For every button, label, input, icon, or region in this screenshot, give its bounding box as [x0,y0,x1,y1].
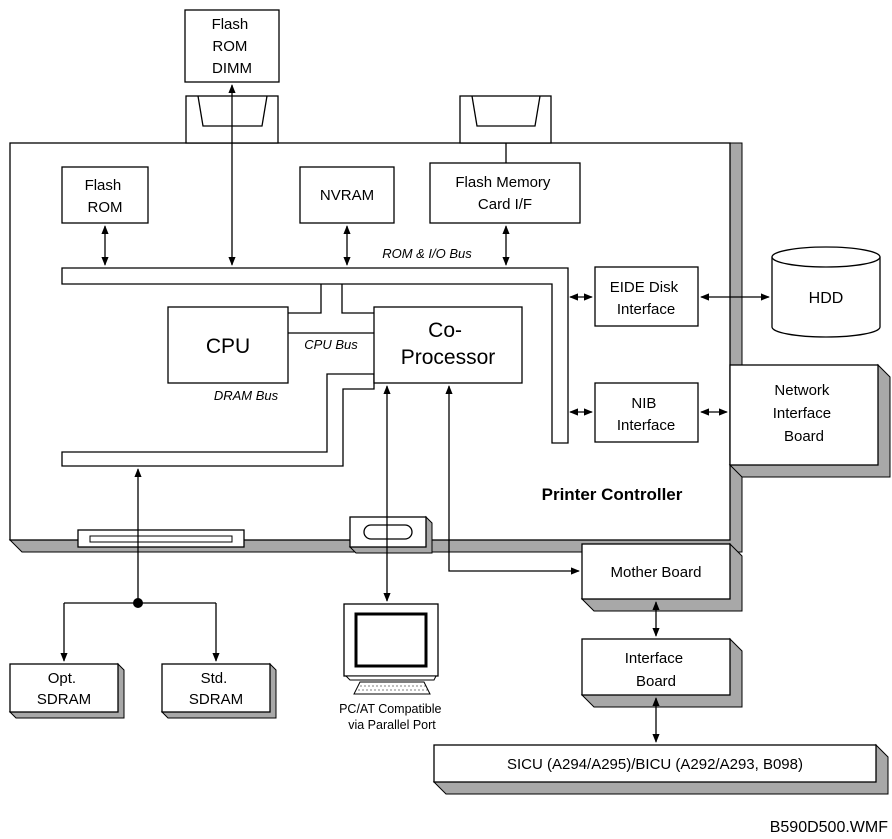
eide-line2: Interface [617,301,675,318]
dram-slot-connector [77,529,245,548]
interface-board-box [581,638,731,696]
flash-rom-line1: Flash [85,177,122,194]
flash-rom-dimm-line1: Flash [212,16,249,33]
coprocessor-motherboard-arrow [445,385,580,575]
nib-line2: Interface [617,417,675,434]
dram-bus-label: DRAM Bus [214,388,279,403]
opt-sdram-line2: SDRAM [37,691,91,708]
svg-text:Flash ROM DIMM: Flash ROM DIMM [212,16,253,77]
svg-text:PC/AT Compatible via Paral: PC/AT Compatible via Parallel Port [339,702,445,732]
eide-line1: EIDE Disk [610,279,679,296]
board-title: Printer Controller [542,485,683,504]
interface-board-line2: Board [636,673,676,690]
mother-board-label: Mother Board [611,564,702,581]
mother-board-box [581,543,731,600]
opt-sdram-line1: Opt. [48,670,76,687]
std-sdram-box [161,663,271,713]
std-sdram-line2: SDRAM [189,691,243,708]
opt-sdram-box [9,663,119,713]
svg-text:Flash ROM: Flash ROM [85,177,126,216]
nib-line1: NIB [631,395,656,412]
cpu-box [167,306,289,384]
hdd-cylinder [771,246,881,338]
svg-text:Flash Memory Card I/F: Flash Memory Card I/F [455,174,554,213]
network-board-line3: Board [784,428,824,445]
svg-text:Std. SDRAM: Std. SDRAM [189,670,243,708]
pc-label-line1: PC/AT Compatible [339,702,441,716]
std-sdram-line1: Std. [201,670,228,687]
svg-text:Opt. SDRAM: Opt. SDRAM [37,670,91,708]
rom-io-bus-label: ROM & I/O Bus [382,246,472,261]
flash-rom-dimm-line2: ROM [212,38,247,55]
flash-card-if-line2: Card I/F [478,196,532,213]
figure-code: B590D500.WMF [770,819,888,836]
cpu-label: CPU [206,335,250,358]
pc-computer-icon [343,603,439,695]
svg-text:NIB Interface: NIB Interface [617,395,675,434]
svg-text:Co- Processor: Co- Processor [401,319,496,369]
nvram-label: NVRAM [320,187,374,204]
eide-interface-box [594,266,699,327]
flash-rom-dimm-box [184,9,280,83]
pc-label-line2: via Parallel Port [348,718,436,732]
svg-text:EIDE Disk Interface: EIDE Disk Interface [610,279,683,318]
card-slot [459,95,552,144]
flash-rom-box [61,166,149,224]
coprocessor-box [373,306,523,384]
nib-interface-box [594,382,699,443]
sicu-bicu-label: SICU (A294/A295)/BICU (A292/A293, B098) [507,756,803,773]
flash-card-if-box [429,162,581,224]
coprocessor-line2: Processor [401,346,496,369]
flash-rom-dimm-line3: DIMM [212,60,252,77]
svg-text:Network Interface Boar: Network Interface Board [773,382,836,445]
nvram-box [299,166,395,224]
interface-board-line1: Interface [625,650,683,667]
network-board-line1: Network [774,382,830,399]
sicu-bicu-box [433,744,877,783]
dram-bus [61,373,375,467]
cpu-bus-label: CPU Bus [304,337,358,352]
flash-rom-line2: ROM [88,199,123,216]
coprocessor-line1: Co- [428,319,462,342]
parallel-port-connector [348,515,433,554]
network-board-line2: Interface [773,405,831,422]
flash-card-if-line1: Flash Memory [455,174,551,191]
network-interface-board-box [729,364,879,466]
svg-text:Interface Board: Interface Board [625,650,688,690]
hdd-label: HDD [809,290,844,307]
